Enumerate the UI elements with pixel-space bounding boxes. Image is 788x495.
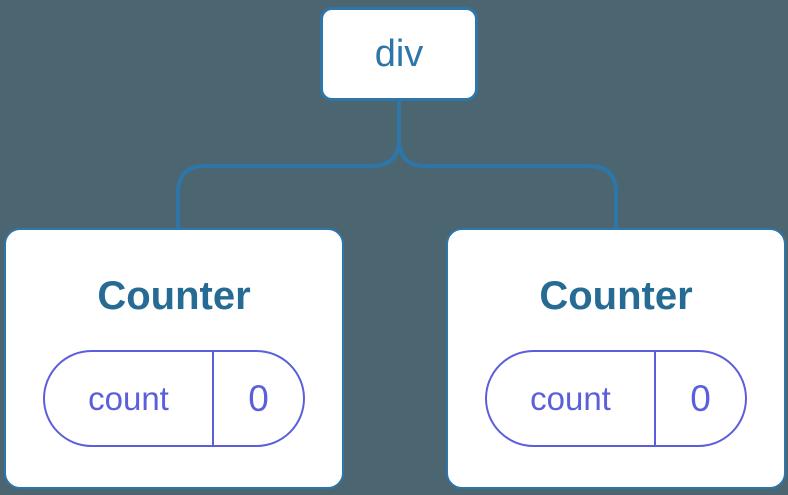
state-pill: count 0	[43, 350, 305, 447]
root-node-div: div	[320, 7, 478, 101]
counter-node-right: Counter count 0	[446, 228, 786, 489]
state-key-label: count	[88, 380, 169, 417]
state-key-cell: count	[45, 352, 214, 445]
state-pill: count 0	[485, 350, 747, 447]
root-node-label: div	[374, 33, 424, 75]
counter-node-label: Counter	[539, 274, 693, 318]
state-key-label: count	[530, 380, 611, 417]
state-key-cell: count	[487, 352, 656, 445]
counter-node-label: Counter	[97, 274, 251, 318]
state-value-cell: 0	[656, 352, 745, 445]
state-value-label: 0	[690, 378, 711, 419]
counter-node-left: Counter count 0	[4, 228, 344, 489]
state-value-cell: 0	[214, 352, 303, 445]
connector-right-branch	[397, 100, 618, 230]
state-value-label: 0	[248, 378, 269, 419]
connector-left-branch	[176, 100, 401, 230]
